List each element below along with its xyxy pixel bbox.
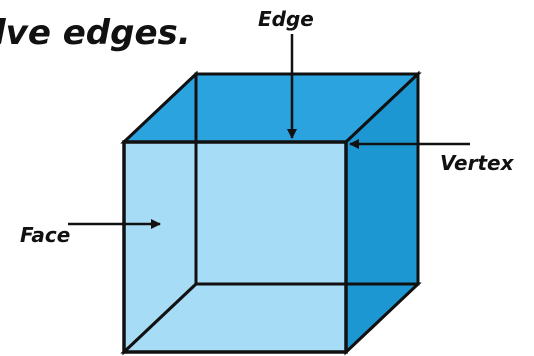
vertex-label: Vertex — [440, 151, 515, 175]
edge-label: Edge — [258, 7, 314, 31]
face-label: Face — [20, 223, 70, 247]
hidden-edge — [122, 282, 198, 354]
heading-text: lve edges. — [0, 13, 191, 53]
